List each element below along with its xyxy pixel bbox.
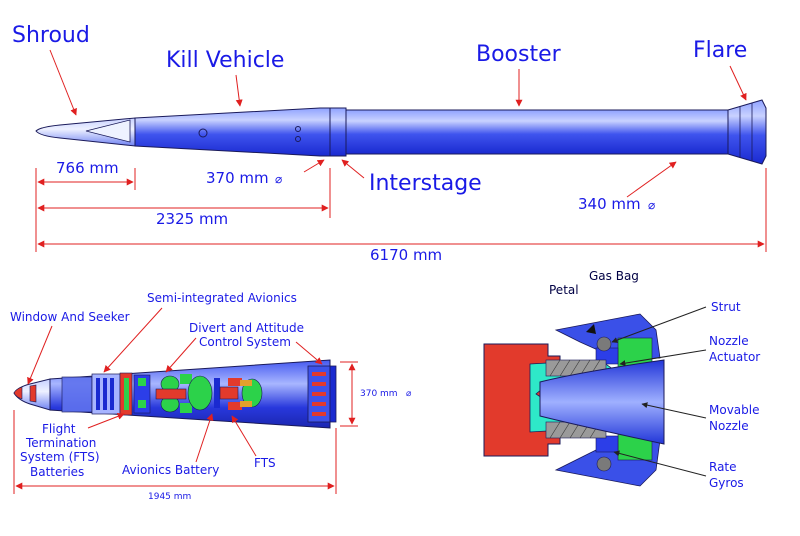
- dia-370-label: 370 mm: [206, 169, 269, 187]
- fts-label: FTS: [254, 456, 276, 470]
- dim-766-label: 766 mm: [56, 159, 119, 177]
- booster-label: Booster: [476, 42, 562, 67]
- shroud-label: Shroud: [12, 23, 90, 48]
- movable-nozzle-label-2: Nozzle: [709, 419, 749, 433]
- dia-340-label: 340 mm: [578, 195, 641, 213]
- kv-detail-dimension-lines: [13, 361, 358, 494]
- strut-label: Strut: [711, 300, 741, 314]
- kill-vehicle-detail: [13, 359, 337, 429]
- top-dimension-lines: [35, 168, 767, 252]
- movable-nozzle-label-1: Movable: [709, 403, 759, 417]
- fts-batteries-label-3: System (FTS): [20, 450, 100, 464]
- fts-batteries-label-4: Batteries: [30, 465, 84, 479]
- flare-label: Flare: [693, 38, 747, 63]
- gas-bag-label: Gas Bag: [589, 269, 639, 283]
- divert-label-2: Control System: [199, 335, 291, 349]
- kill-vehicle-label: Kill Vehicle: [166, 48, 284, 73]
- top-leader-arrows: [49, 49, 747, 198]
- flare-detail-leader-arrows: [611, 306, 707, 477]
- kv-port: [198, 128, 208, 138]
- booster-body: [345, 109, 729, 155]
- kv-port-small: [295, 126, 301, 132]
- rate-gyros-label-1: Rate: [709, 460, 737, 474]
- kill-vehicle-body: [134, 107, 331, 157]
- nozzle-actuator-label-2: Actuator: [709, 350, 760, 364]
- movable-nozzle: [539, 359, 665, 445]
- flare-body: [727, 99, 767, 165]
- semi-avionics-label: Semi-integrated Avionics: [147, 291, 297, 305]
- kv-port-small: [295, 136, 301, 142]
- detail-dia-symbol: ⌀: [406, 389, 412, 399]
- fts-batteries-label-2: Termination: [25, 436, 96, 450]
- shroud-window: [85, 119, 131, 143]
- petal-label: Petal: [549, 283, 579, 297]
- full-missile: [35, 99, 767, 165]
- interstage-label: Interstage: [369, 171, 482, 196]
- flare-detail: [483, 313, 665, 487]
- dim-2325-label: 2325 mm: [156, 210, 228, 228]
- nozzle-actuator-label-1: Nozzle: [709, 334, 749, 348]
- window-seeker-label: Window And Seeker: [10, 310, 130, 324]
- interstage-body: [329, 107, 347, 157]
- kv-detail-leader-arrows: [27, 307, 323, 463]
- dia-340-symbol: ⌀: [648, 198, 655, 212]
- dim-1945-label: 1945 mm: [148, 492, 191, 502]
- dia-370-symbol: ⌀: [275, 172, 282, 186]
- detail-dia-370-label: 370 mm: [360, 389, 398, 399]
- fts-batteries-label-1: Flight: [42, 422, 76, 436]
- divert-label-1: Divert and Attitude: [189, 321, 304, 335]
- avionics-battery-label: Avionics Battery: [122, 463, 219, 477]
- rate-gyros-label-2: Gyros: [709, 476, 744, 490]
- dim-6170-label: 6170 mm: [370, 246, 442, 264]
